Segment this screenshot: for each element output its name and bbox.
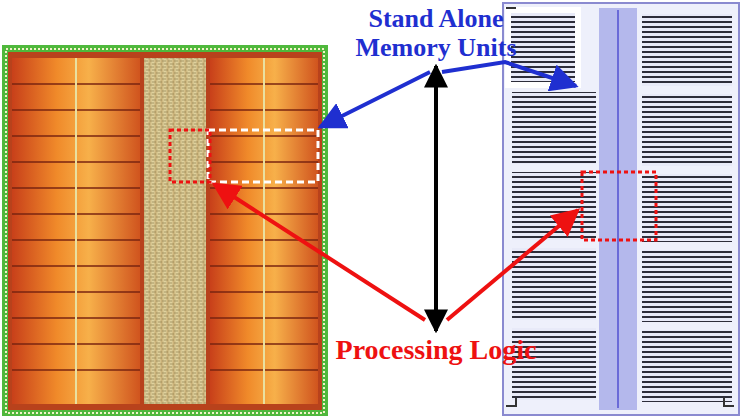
- memory-leader: [442, 62, 576, 86]
- double-arrow: [434, 66, 438, 331]
- memory-leader: [320, 72, 430, 127]
- left-chip: [2, 45, 328, 416]
- logic-leader: [447, 210, 578, 320]
- label-text: Processing Logic: [330, 335, 542, 364]
- right-chip: [503, 3, 739, 415]
- logic-leader: [214, 184, 425, 320]
- label-text: Stand Alone Memory Units: [330, 4, 542, 62]
- memory-label: Stand Alone Memory Units: [326, 2, 546, 64]
- logic-label: Processing Logic: [326, 333, 546, 366]
